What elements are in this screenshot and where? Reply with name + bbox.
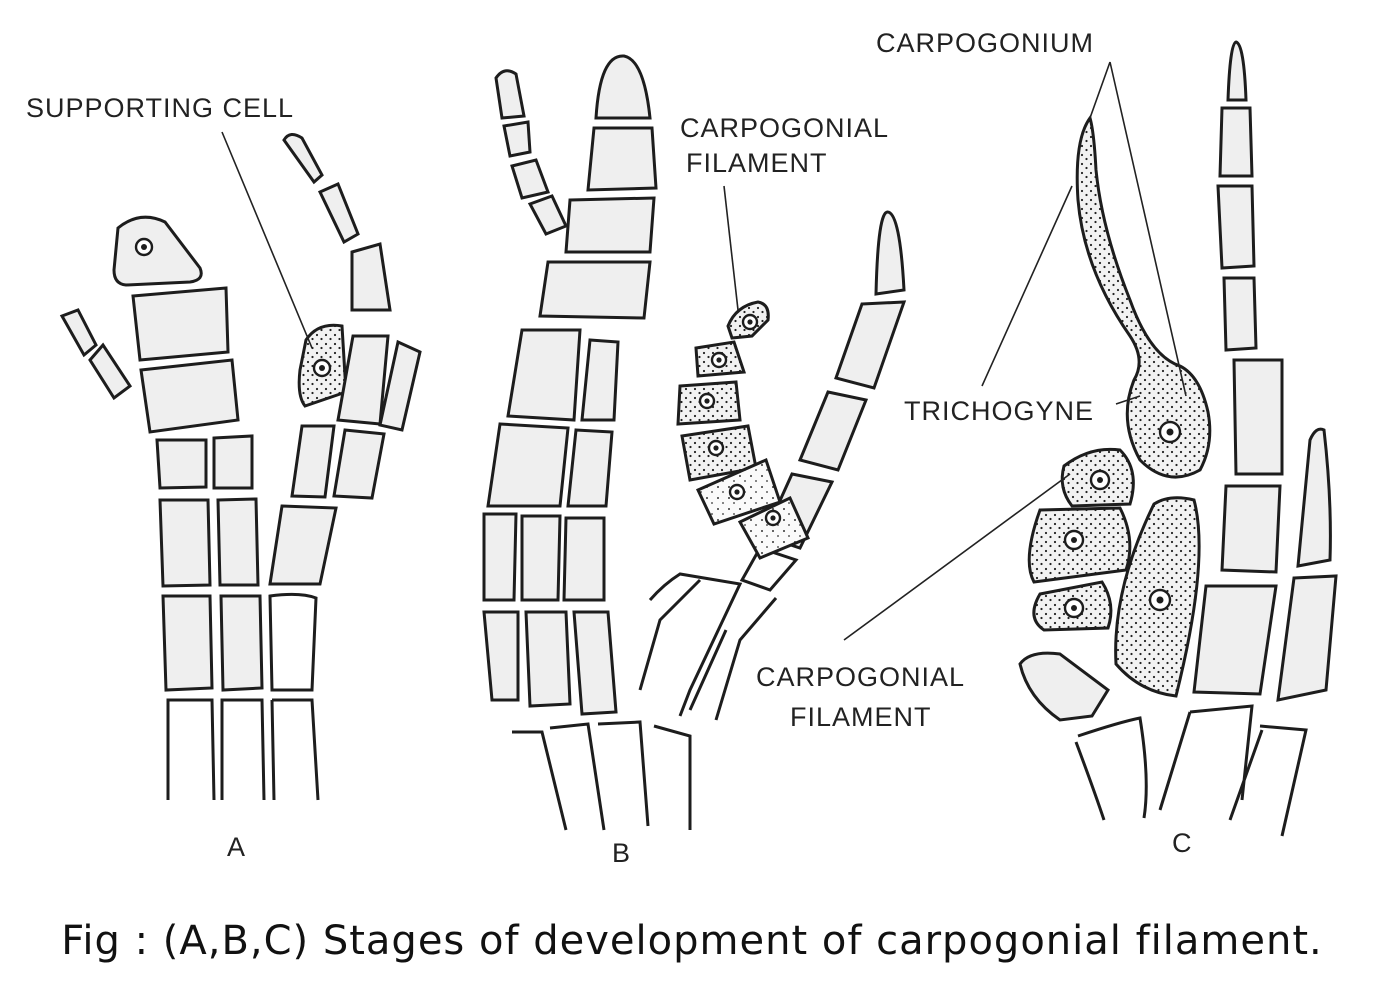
axis-cell [520, 514, 562, 602]
panel-label-b: B [612, 838, 630, 868]
axis-cell [562, 516, 606, 602]
branch-cell [290, 424, 336, 499]
panel-c [1018, 40, 1338, 837]
leader-supporting-cell [221, 131, 313, 349]
axis-cell [566, 428, 614, 508]
branch-cell [494, 69, 526, 120]
panel-b [482, 54, 907, 831]
axis-cell [216, 497, 260, 587]
axis-cell [1192, 584, 1278, 696]
leader-trichogyne [981, 185, 1141, 405]
label-carpogonial-filament-b-line2: FILAMENT [686, 148, 828, 178]
supporting-cell-b [737, 495, 811, 560]
panel-a [59, 133, 422, 801]
axis-cell [538, 260, 652, 320]
axis-cell [572, 610, 618, 716]
axis-cell [161, 594, 214, 692]
axis-cell [158, 498, 212, 588]
branch-cell [834, 300, 907, 390]
axis-cell [482, 610, 520, 702]
branch-cell [88, 342, 133, 401]
label-carpogonial-filament-b-line1: CARPOGONIAL [680, 113, 889, 143]
apical-cell [1226, 40, 1248, 102]
branch-cell [317, 181, 360, 245]
branch-cell [527, 194, 569, 236]
axis-cell [486, 422, 570, 508]
leader-carpogonium [1089, 61, 1187, 397]
axis-cell [482, 512, 518, 602]
axis-cell [586, 126, 658, 192]
axis-cell [139, 358, 240, 434]
label-supporting-cell: SUPPORTING CELL [26, 93, 294, 123]
panel-label-a: A [227, 832, 245, 862]
apical-cell [594, 54, 652, 120]
leader-carpogonial-filament-b [723, 185, 739, 311]
branch-cell [332, 428, 386, 500]
axis-cell [212, 434, 254, 490]
carpogonium [1075, 114, 1212, 479]
axis-cell [1222, 276, 1258, 352]
axis-cell [1216, 184, 1256, 270]
axis-cell [564, 196, 656, 254]
axis-cell [524, 610, 572, 708]
branch-cell [510, 158, 551, 200]
label-carpogonium: CARPOGONIUM [876, 28, 1094, 58]
label-carpogonial-filament-c-line1: CARPOGONIAL [756, 662, 965, 692]
branch-cell [268, 504, 338, 586]
branch-cell [797, 390, 869, 472]
axis-cell [1232, 358, 1284, 476]
axis-cell [1220, 484, 1282, 574]
axis-cell [1296, 427, 1332, 568]
branch-cell [282, 133, 324, 185]
axis-cell [131, 286, 230, 362]
axis-cell [506, 328, 582, 422]
branch-cell [59, 308, 98, 358]
branch-cell [336, 334, 390, 426]
axis-cell [1218, 106, 1254, 178]
leader-carpogonial-filament-c [843, 473, 1071, 641]
label-carpogonial-filament-c-line2: FILAMENT [790, 702, 932, 732]
axis-cell [219, 594, 264, 692]
branch-cell [350, 242, 392, 312]
axis-cell [580, 338, 620, 422]
branch-cell [1018, 651, 1110, 722]
figure-caption: Fig : (A,B,C) Stages of development of c… [61, 918, 1323, 964]
label-trichogyne: TRICHOGYNE [904, 396, 1094, 426]
panel-label-c: C [1172, 828, 1192, 858]
branch-cell [502, 120, 532, 158]
axis-cell [1276, 574, 1338, 702]
axis-cell [155, 438, 208, 490]
apical-cell [112, 215, 203, 287]
branch-cell [874, 210, 906, 296]
branch-cell [378, 339, 422, 432]
